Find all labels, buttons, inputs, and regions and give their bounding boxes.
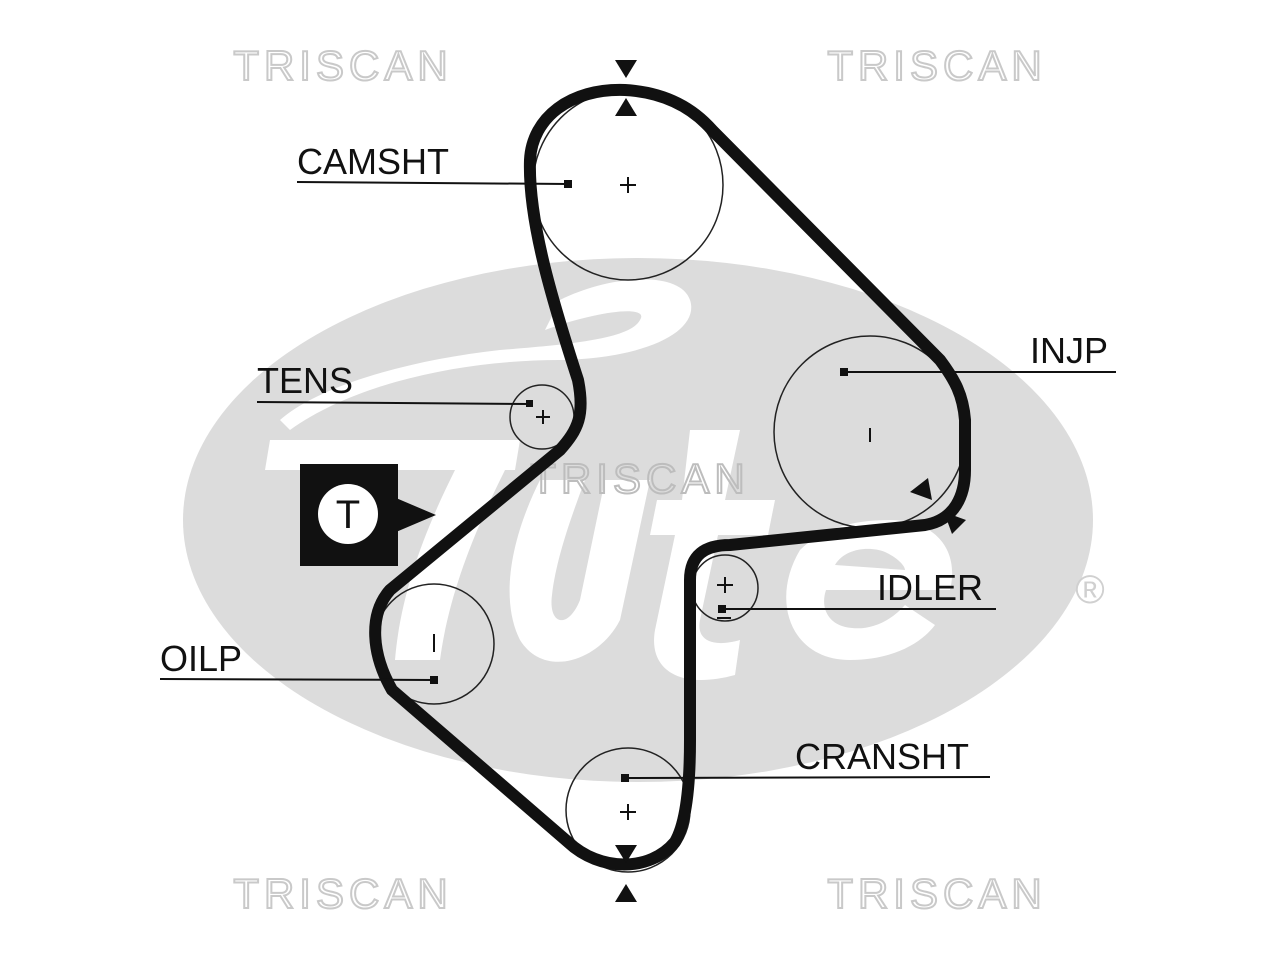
watermark-top-right: TRISCAN [827, 42, 1046, 89]
crankshaft-leader-dot [621, 774, 629, 782]
camshaft-mark-outer [615, 60, 637, 78]
gates-logo: ® [183, 258, 1105, 782]
label-camshaft: CAMSHT [297, 141, 449, 182]
watermark-center: TRISCAN [530, 455, 749, 502]
watermark-bottom-left: TRISCAN [233, 870, 452, 917]
camshaft-leader [296, 181, 569, 185]
camshaft-center-mark [620, 177, 636, 193]
tensioner-center-mark [536, 410, 550, 424]
label-idler: IDLER [877, 567, 983, 608]
oil-pump-leader-dot [430, 676, 438, 684]
tensioner-leader-dot [526, 400, 533, 407]
idler-center-mark [717, 577, 733, 619]
timing-marks [615, 60, 966, 902]
injection-pump-mark-inner [910, 478, 932, 500]
crankshaft-mark-inner [615, 845, 637, 863]
camshaft-mark-inner [615, 98, 637, 116]
crankshaft-center-mark [620, 804, 636, 820]
label-crankshaft: CRANSHT [795, 736, 969, 777]
injection-pump-mark-outer [944, 512, 966, 534]
crankshaft-leader [625, 776, 991, 779]
label-oil-pump: OILP [160, 638, 242, 679]
tensioner-marker-pointer [396, 498, 436, 532]
label-tensioner: TENS [257, 360, 353, 401]
idler-leader-dot [718, 605, 726, 613]
oil-pump-leader [159, 678, 435, 681]
tensioner-marker: T [300, 464, 436, 566]
crankshaft-mark-outer [615, 884, 637, 902]
leader-lines [159, 180, 1116, 782]
watermark-bottom-right: TRISCAN [827, 870, 1046, 917]
tensioner-marker-letter: T [336, 493, 360, 537]
label-injection-pump: INJP [1030, 330, 1108, 371]
center-marks [433, 177, 871, 820]
tensioner-marker-circle [318, 484, 378, 544]
component-labels: CAMSHT TENS INJP IDLER OILP CRANSHT [160, 141, 1108, 777]
injection-pump-leader-dot [840, 368, 848, 376]
registered-trademark-symbol: ® [1075, 568, 1104, 612]
watermark-top-left: TRISCAN [233, 42, 452, 89]
timing-belt [369, 83, 971, 871]
tensioner-leader [256, 401, 531, 405]
watermarks: TRISCAN TRISCAN TRISCAN TRISCAN TRISCAN [232, 41, 1046, 918]
camshaft-leader-dot [564, 180, 572, 188]
